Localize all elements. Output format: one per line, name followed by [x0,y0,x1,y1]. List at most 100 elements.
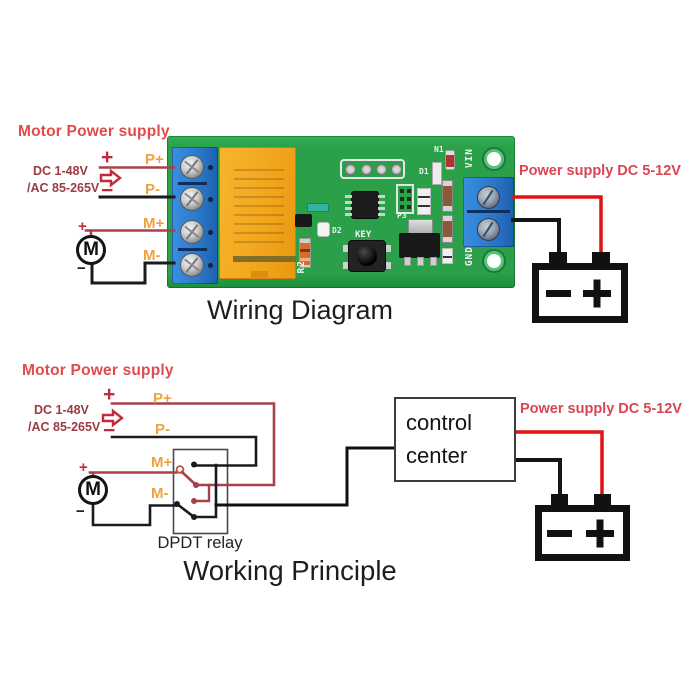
screw-terminal-icon [180,155,204,179]
working-principle-title: Working Principle [183,555,397,586]
contact-dot [191,461,197,468]
header-pin [376,163,387,175]
contact-dot [174,501,180,507]
led-d2-icon [317,222,330,237]
motor-power-supply-label-top: Motor Power supply [18,123,170,140]
silkscreen-d1: D1 [419,167,429,176]
voltage-regulator-icon [399,233,440,258]
voltage-line2: /AC 85-265V [27,181,100,195]
silkscreen-d2: D2 [332,226,342,235]
silkscreen-r2: R2 [296,260,307,274]
header-pin [345,163,356,175]
wire-relay-to-control [214,446,395,507]
relay-pole-contact [175,465,185,474]
silkscreen-n1: N1 [434,145,444,154]
wire-m-plus-bottom [88,471,178,478]
control-center-line1: control [406,410,473,435]
button-leg [386,245,391,252]
ic-pin [378,195,385,198]
wiring-diagram-title: Wiring Diagram [206,295,394,325]
silkscreen-vin: VIN [464,148,475,169]
wire-power-minus-top [511,218,561,259]
supply-minus-sign-bottom: − [103,419,116,442]
terminal-hole [208,197,213,202]
terminal-separator [467,210,510,213]
battery-minus-icon [547,530,572,537]
smd-pads [417,188,431,215]
motor-icon: M [76,235,106,265]
relay-module-pcb: N1 D1 D2 KEY P3 R2 VIN GND [167,136,515,288]
button-leg [386,262,391,269]
button-leg [343,245,348,252]
header-pad [407,197,411,201]
supply-plus-sign-bottom: + [103,383,116,406]
mounting-hole-icon [484,251,504,271]
terminal-hole [208,263,213,268]
wire-m-minus-top [90,261,176,285]
diode-d1-icon [432,162,442,185]
terminal-separator [178,182,207,185]
battery-plus-icon [596,519,604,548]
motor-plus-sign-bottom: + [79,459,88,476]
voltage-line2: /AC 85-265V [28,420,101,434]
regulator-leg [430,257,437,266]
mounting-hole-icon [484,149,504,169]
battery-plus-icon [583,290,611,297]
motor-icon: M [78,475,108,505]
smd-pads [442,248,453,264]
terminal-hole [208,165,213,170]
m-minus-label-top: M- [143,247,161,264]
wire-p-plus-bottom [110,402,276,487]
resistor-icon [299,238,311,268]
motor-letter: M [85,479,101,500]
resistor-icon [442,180,453,212]
contact-dot [191,498,197,504]
regulator-leg [404,257,411,266]
button-leg [343,262,348,269]
p-plus-label-bottom: P+ [153,390,172,407]
supply-plus-sign-top: + [101,146,114,169]
battery-icon [532,252,628,323]
header-pad [400,197,404,201]
contact-dot [191,514,197,520]
silkscreen-p3: P3 [397,211,407,220]
voltage-range-bottom: DC 1-48V /AC 85-265V [28,402,100,436]
motor-minus-sign-top: − [77,260,86,277]
screw-terminal-icon [180,187,204,211]
ic-pin [378,213,385,216]
header-pad [407,189,411,193]
dpdt-relay-box [172,448,229,535]
terminal-hole [208,230,213,235]
wire-power-minus-bottom [514,458,562,499]
m-minus-label-bottom: M- [151,485,169,502]
wire-power-plus-top [511,195,603,259]
battery-icon [535,494,630,561]
smd-component [307,203,329,212]
voltage-line1: DC 1-48V [33,164,88,178]
header-pin [391,163,402,175]
silkscreen-key: KEY [355,230,372,240]
ic-pin [345,213,352,216]
ic-chip-icon [352,192,378,218]
screw-terminal-icon [180,253,204,277]
control-center-line2: center [406,443,468,468]
relay-label-bar [233,256,296,262]
power-supply-label-bottom: Power supply DC 5-12V [520,401,682,417]
voltage-line1: DC 1-48V [34,403,89,417]
relay-marking [234,166,284,250]
p-minus-label-bottom: P- [155,421,170,438]
p-minus-label-top: P- [145,181,160,198]
battery-body [532,263,628,323]
push-button-icon [349,241,385,271]
battery-terminal-neg [549,252,567,265]
motor-power-supply-label-bottom: Motor Power supply [22,362,174,379]
p3-header [396,184,414,214]
wire-m-minus-bottom [91,503,178,527]
motor-letter: M [83,239,99,260]
resistor-icon [442,215,453,243]
motor-plus-sign-top: + [78,218,87,235]
power-supply-label-top: Power supply DC 5-12V [519,163,681,179]
ic-pin [378,201,385,204]
m-plus-label-bottom: M+ [151,454,173,471]
silkscreen-gnd: GND [464,246,475,267]
